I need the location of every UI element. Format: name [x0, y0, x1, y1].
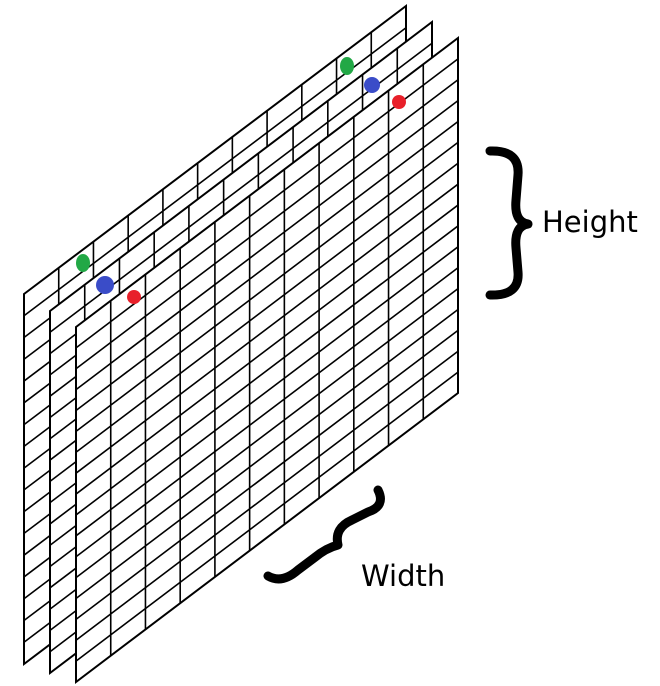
grid-row-line	[75, 225, 459, 516]
grid-row-line	[75, 350, 459, 641]
front-layer-frame	[75, 35, 459, 685]
grid-row-line	[75, 287, 459, 579]
grid-row-line	[75, 308, 459, 600]
grid-row-line	[75, 371, 459, 662]
front-layer	[75, 35, 459, 685]
blue-pixel-dot	[96, 276, 114, 294]
grid-row-line	[75, 246, 459, 537]
width-brace	[263, 485, 385, 584]
layers-group	[23, 3, 459, 685]
height-label: Height	[542, 205, 638, 239]
grid-row-line	[75, 120, 459, 412]
grid-row-line	[75, 329, 459, 620]
green-pixel-dot	[340, 57, 354, 75]
grid-row-line	[75, 162, 459, 453]
grid-row-line	[75, 141, 459, 433]
grid-row-line	[75, 183, 459, 474]
grid-row-line	[75, 100, 459, 391]
width-label: Width	[361, 559, 445, 593]
grid-row-line	[75, 267, 459, 558]
green-pixel-dot	[76, 254, 90, 272]
red-pixel-dot	[127, 290, 141, 304]
grid-row-line	[75, 204, 459, 495]
red-pixel-dot	[392, 95, 406, 109]
blue-pixel-dot	[364, 77, 380, 93]
height-brace	[485, 146, 533, 300]
grid-row-line	[75, 79, 459, 370]
